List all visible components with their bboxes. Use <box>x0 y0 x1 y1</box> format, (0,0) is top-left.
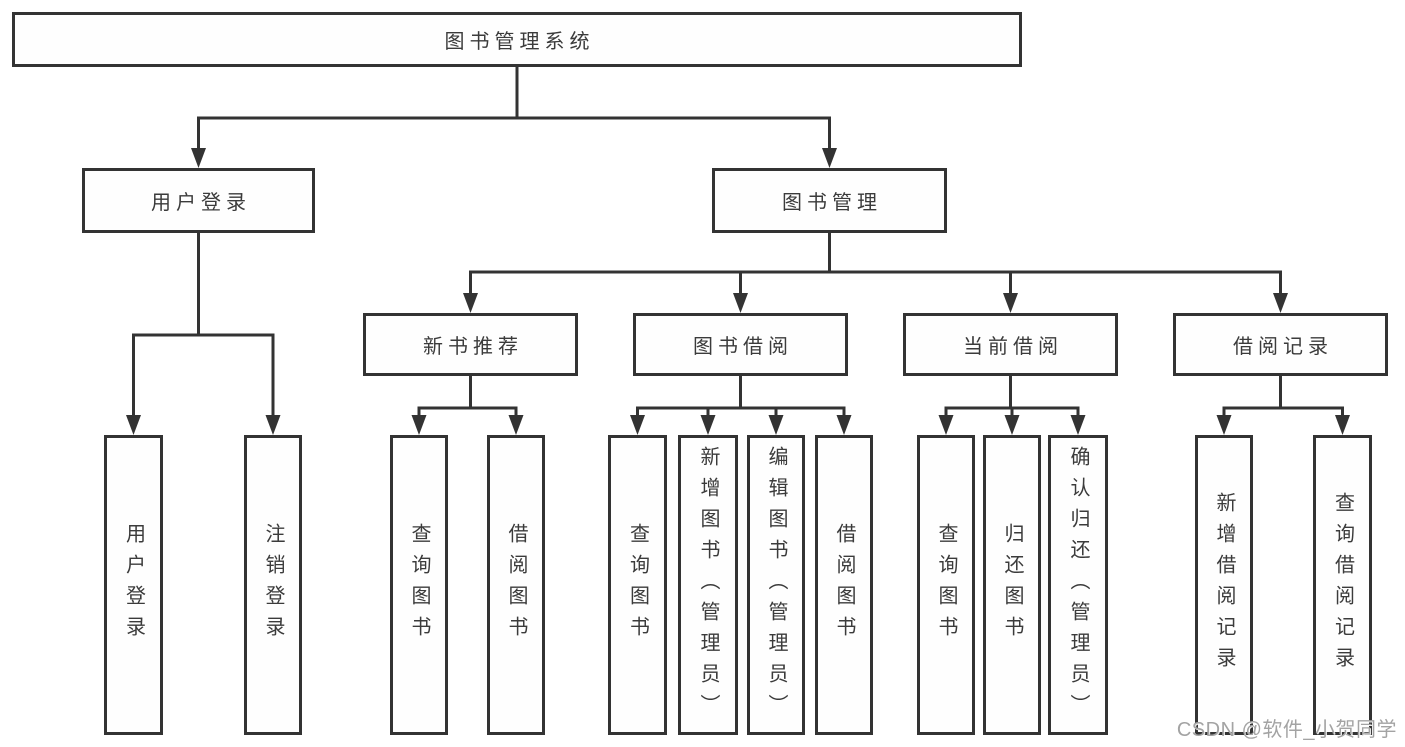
node-borrowing-records: 借阅记录 <box>1173 313 1388 376</box>
leaf-confirm-return-admin: 确认归还（管理员） <box>1048 435 1108 735</box>
node-book-borrowing: 图书借阅 <box>633 313 848 376</box>
arrowhead-icons <box>126 148 1350 435</box>
leaf-borrow-books-recommend: 借阅图书 <box>487 435 545 735</box>
leaf-query-books-recommend: 查询图书 <box>390 435 448 735</box>
leaf-return-book: 归还图书 <box>983 435 1041 735</box>
leaf-query-books-current: 查询图书 <box>917 435 975 735</box>
leaf-add-book-admin: 新增图书（管理员） <box>678 435 738 735</box>
node-book-management: 图书管理 <box>712 168 947 233</box>
node-new-book-recommend: 新书推荐 <box>363 313 578 376</box>
leaf-logout: 注销登录 <box>244 435 302 735</box>
leaf-query-borrow-record: 查询借阅记录 <box>1313 435 1372 735</box>
node-library-management-system: 图书管理系统 <box>12 12 1022 67</box>
leaf-add-borrow-record: 新增借阅记录 <box>1195 435 1253 735</box>
leaf-edit-book-admin: 编辑图书（管理员） <box>747 435 805 735</box>
leaf-borrow-books-borrowing: 借阅图书 <box>815 435 873 735</box>
node-current-borrowing: 当前借阅 <box>903 313 1118 376</box>
node-user-login: 用户登录 <box>82 168 315 233</box>
leaf-user-login: 用户登录 <box>104 435 163 735</box>
watermark: CSDN @软件_小贺同学 <box>1176 719 1397 741</box>
leaf-query-books-borrowing: 查询图书 <box>608 435 667 735</box>
